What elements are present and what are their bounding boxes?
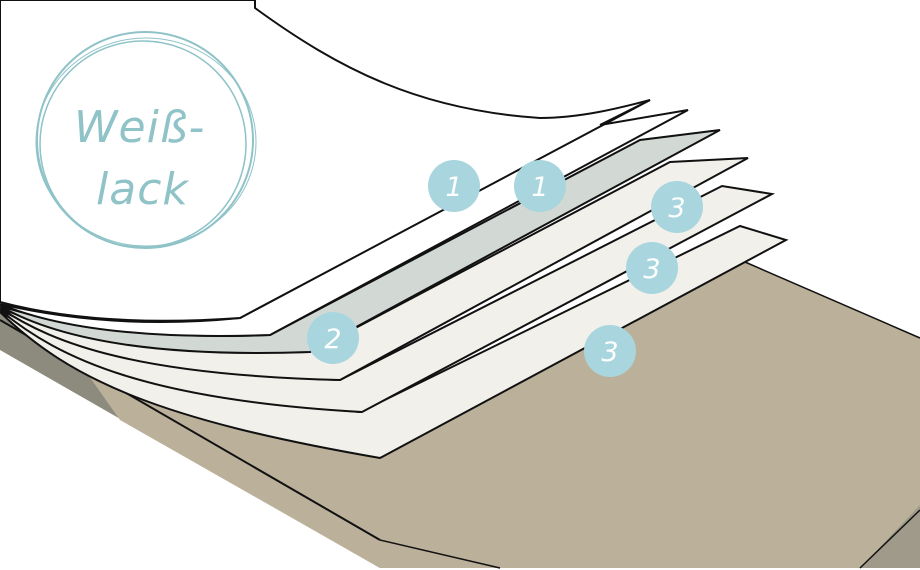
- badge-layer-2: 2: [307, 312, 359, 364]
- badge-layer-1a: 1: [428, 160, 480, 212]
- sheet-edge: [599, 99, 651, 126]
- layer-1-upper: [0, 0, 651, 322]
- badge-label: 2: [324, 324, 341, 355]
- badge-layer-3c: 3: [584, 325, 636, 377]
- weisslack-stamp: Weiß- lack: [35, 31, 257, 249]
- board-top-face: [60, 262, 920, 568]
- badge-label: 3: [668, 193, 685, 224]
- board-front-face: [860, 505, 920, 568]
- badge-label: 3: [643, 254, 660, 285]
- badge-label: 1: [531, 172, 548, 203]
- stamp-line-1: Weiß-: [74, 102, 205, 153]
- board-edge-line: [744, 261, 920, 339]
- layer-1-lower: [0, 109, 689, 337]
- badge-layer-1b: 1: [514, 160, 566, 212]
- badge-label: 3: [601, 337, 618, 368]
- board-edge-line: [859, 509, 920, 569]
- board-edge-line: [379, 539, 501, 569]
- badge-layer-3a: 3: [651, 181, 703, 233]
- badge-label: 1: [445, 172, 462, 203]
- badge-layer-3b: 3: [626, 242, 678, 294]
- stamp-line-2: lack: [96, 164, 189, 215]
